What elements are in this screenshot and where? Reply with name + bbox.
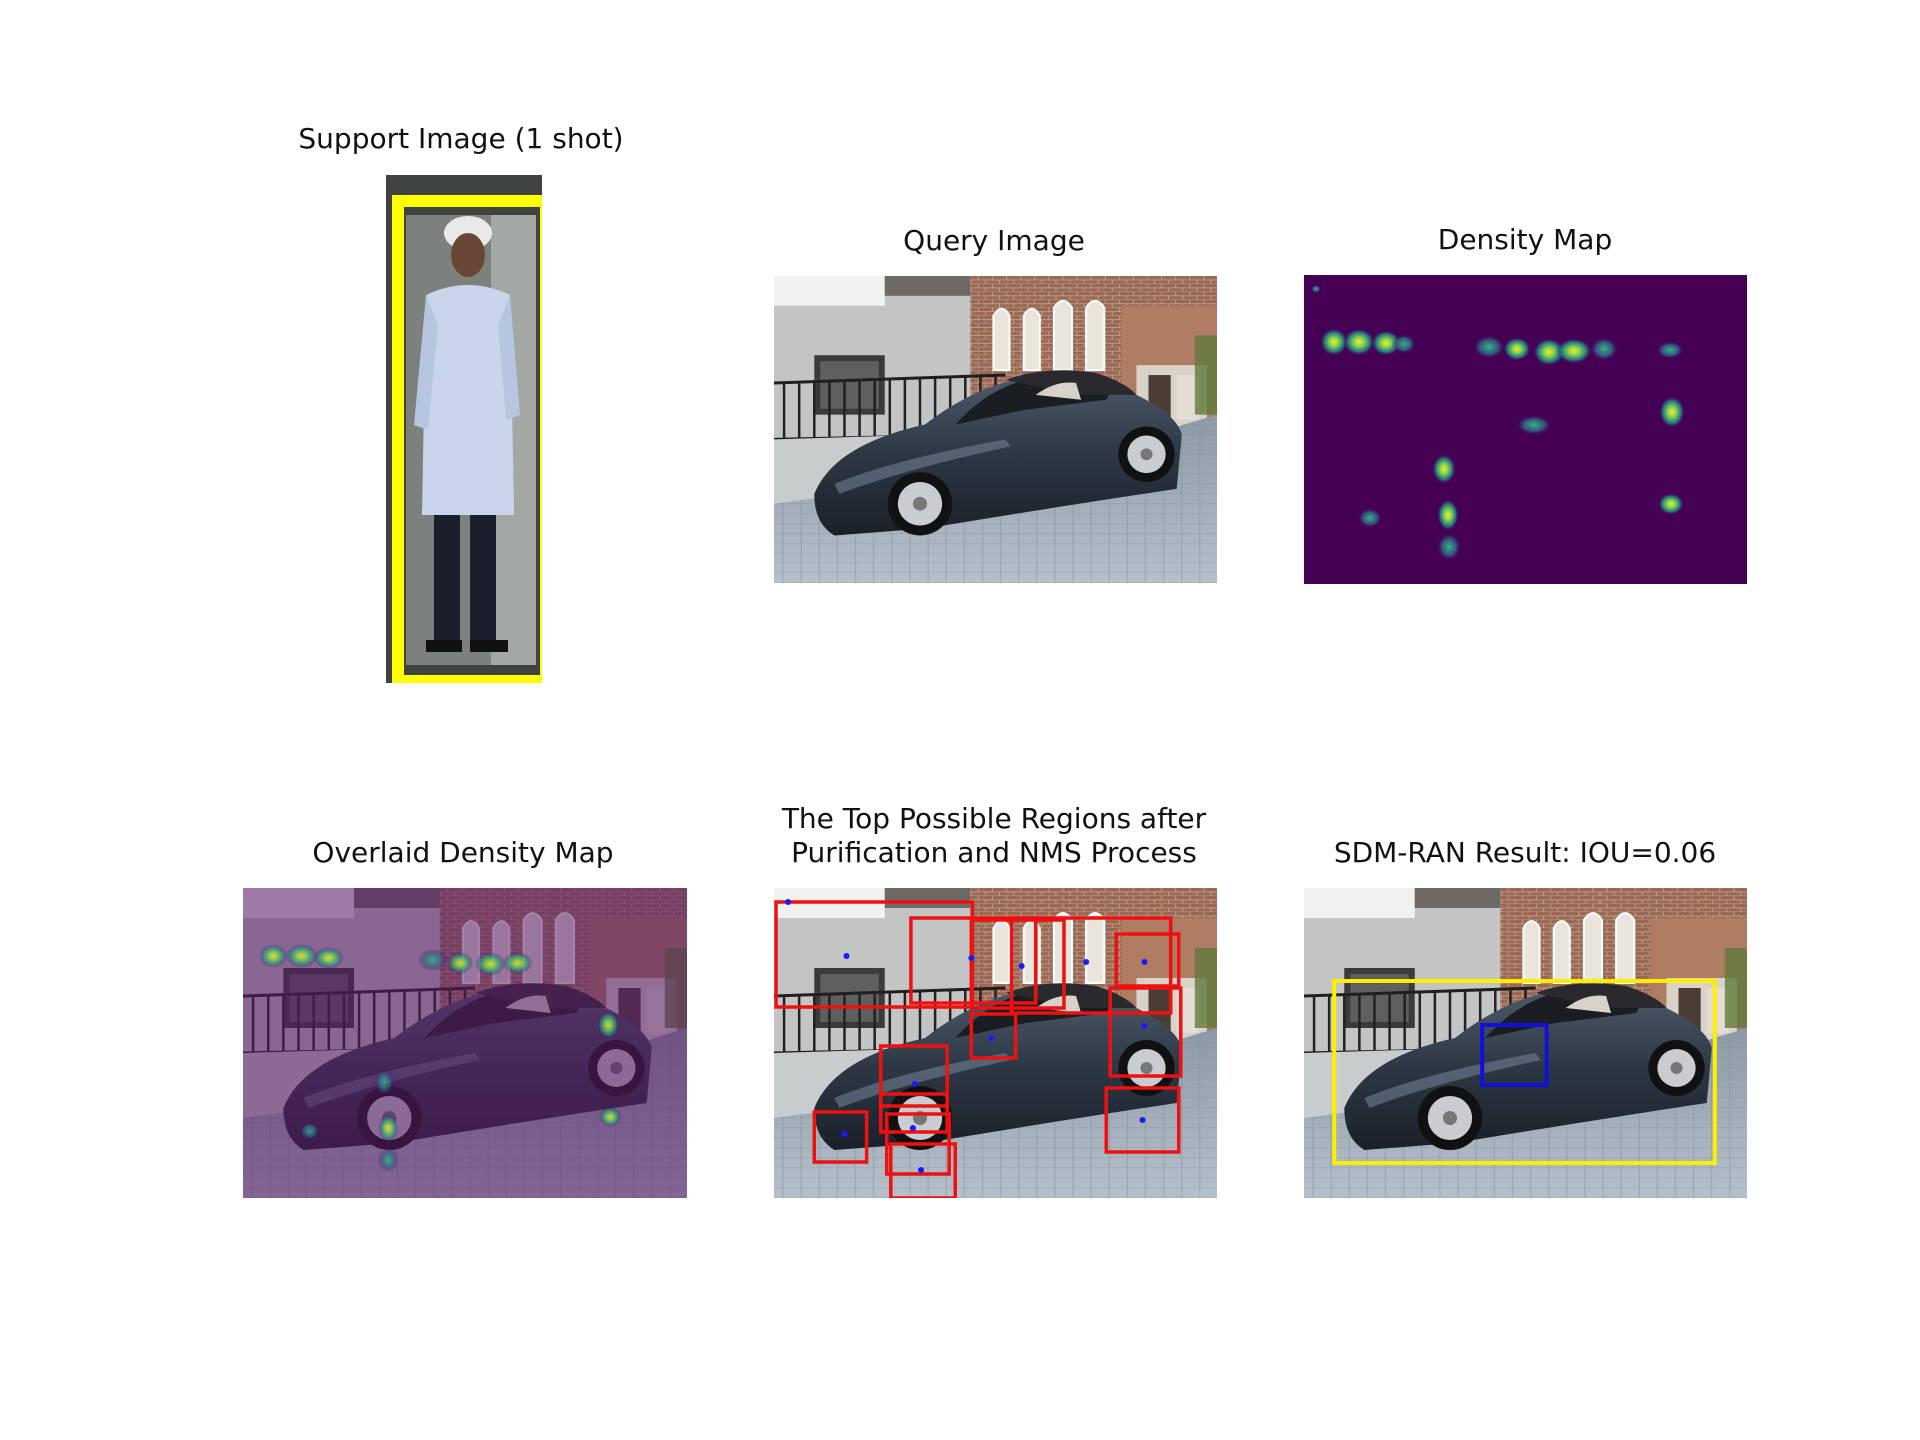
region-box xyxy=(969,1012,1018,1060)
query-image-title: Query Image xyxy=(903,224,1085,257)
result-title: SDM-RAN Result: IOU=0.06 xyxy=(1333,836,1717,869)
region-box xyxy=(812,1110,869,1164)
region-box xyxy=(1114,932,1181,988)
support-image-title: Support Image (1 shot) xyxy=(298,122,624,155)
region-box xyxy=(969,918,1066,1010)
support-bounding-box xyxy=(392,195,542,683)
region-box xyxy=(889,1142,957,1198)
regions-title-line1: The Top Possible Regions after xyxy=(781,802,1207,835)
density-map-title: Density Map xyxy=(1437,223,1613,256)
support-image xyxy=(386,175,542,683)
result-image xyxy=(1304,888,1747,1198)
density-map xyxy=(1304,275,1747,584)
ground-truth-box xyxy=(1332,979,1717,1165)
query-image xyxy=(774,276,1217,583)
region-box xyxy=(909,916,1038,1005)
region-box xyxy=(1108,986,1183,1078)
regions-title-line2: Purification and NMS Process xyxy=(791,836,1197,869)
overlaid-density-map-title: Overlaid Density Map xyxy=(312,836,614,869)
region-box xyxy=(1009,916,1173,1015)
top-regions-image xyxy=(774,888,1217,1198)
predicted-box xyxy=(1480,1023,1549,1087)
region-box xyxy=(1104,1086,1181,1154)
overlaid-density-map xyxy=(243,888,687,1198)
region-box xyxy=(878,1044,949,1108)
